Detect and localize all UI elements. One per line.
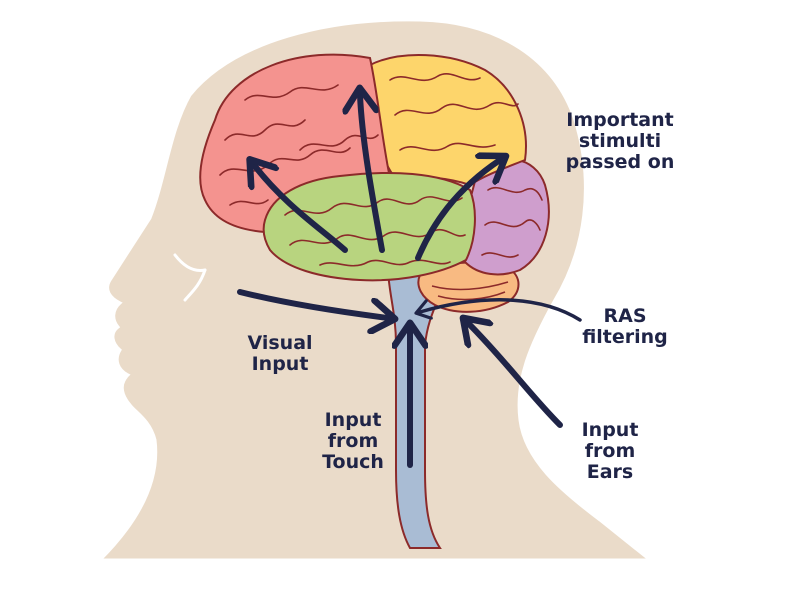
label-input-from-ears: Input from Ears [581, 419, 639, 483]
label-ras-filtering: RAS filtering [582, 305, 668, 348]
cheek-line [173, 253, 207, 272]
arrow-to-frontal [254, 165, 348, 253]
arrow-to-top [360, 95, 385, 253]
label-visual-input: Visual Input [247, 332, 313, 375]
arrow-to-parietal [415, 160, 500, 261]
ear-line [183, 268, 207, 302]
cerebellum-folds [431, 281, 509, 301]
ears-input-arrow [468, 323, 563, 428]
ras-arrow [420, 298, 582, 322]
visual-input-arrow [237, 289, 388, 318]
input-arrows [237, 289, 563, 468]
label-input-from-touch: Input from Touch [322, 409, 384, 473]
passed-on-arrows [254, 95, 500, 261]
brain-gyri [219, 73, 543, 267]
label-important-stimuli: Important stimulti passed on [565, 109, 675, 173]
